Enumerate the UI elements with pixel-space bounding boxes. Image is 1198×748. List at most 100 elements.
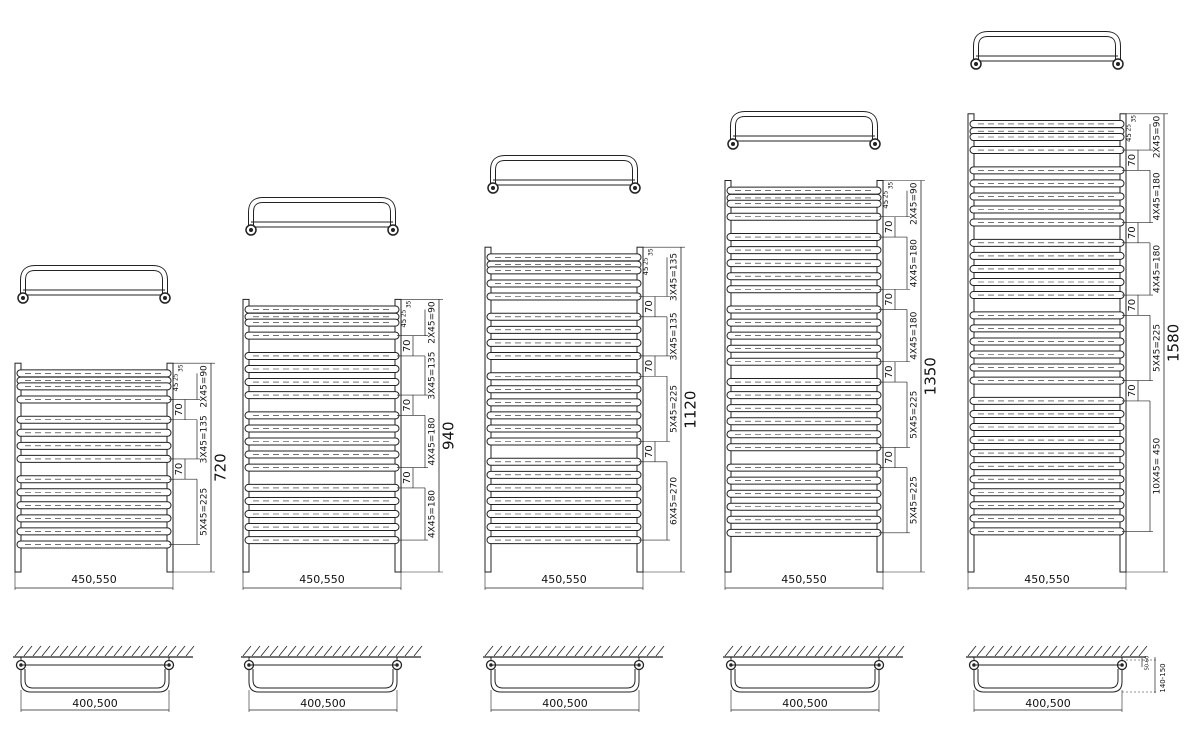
heating-bar: [969, 205, 1125, 214]
top-width-label: 400,500: [300, 697, 346, 710]
heating-bar: [244, 424, 400, 433]
offset-label: 25: [401, 309, 408, 317]
wall-hatch: [59, 645, 69, 657]
wall-hatch: [832, 645, 842, 657]
group-spacing-label: 2X45=90: [1153, 116, 1163, 159]
wall-hatch: [1030, 645, 1040, 657]
towel-rail-outline: [977, 669, 1119, 689]
wall-hatch: [895, 645, 905, 657]
wall-hatch: [1102, 645, 1112, 657]
wall-hatch: [77, 645, 87, 657]
heating-bar: [726, 404, 882, 413]
heating-bar: [726, 199, 882, 208]
wall-hatch: [167, 645, 177, 657]
mount-screw-icon: [395, 663, 399, 667]
wall-hatch: [176, 645, 186, 657]
towel-rail-outline: [734, 669, 876, 689]
wall-hatch: [742, 645, 752, 657]
group-spacing-label: 4X45=180: [1153, 245, 1163, 293]
heating-bar: [244, 365, 400, 373]
heating-bar: [16, 514, 172, 523]
heating-bar: [969, 514, 1125, 523]
wall-hatch: [637, 645, 647, 657]
heating-bar: [969, 423, 1125, 431]
wall-hatch: [610, 645, 620, 657]
heating-bar: [969, 436, 1125, 445]
heating-bar: [969, 278, 1125, 286]
group-spacing-label: 4X45=180: [910, 239, 920, 287]
top-view-1350: 400,500: [723, 645, 905, 712]
offset-label: 25: [883, 190, 890, 198]
towel-rail-outline: [730, 669, 880, 693]
wall-hatch: [529, 645, 539, 657]
towel-rail-inner: [731, 112, 877, 144]
wall-hatch: [565, 645, 575, 657]
offset-label: 45: [400, 319, 408, 328]
gap-label: 70: [884, 451, 895, 464]
heating-bar: [244, 496, 400, 505]
group-spacing-label: 3X45=135: [428, 351, 438, 399]
heating-bar: [969, 363, 1125, 372]
wall-hatch: [122, 645, 132, 657]
wall-hatch: [95, 645, 105, 657]
mount-screw-icon: [489, 663, 493, 667]
towel-rail-outer: [20, 265, 168, 298]
heating-bar: [486, 266, 642, 275]
wall-hatch: [350, 645, 360, 657]
wall-hatch: [1138, 645, 1148, 657]
wall-hatch: [50, 645, 60, 657]
heating-bar: [726, 272, 882, 281]
heating-bar: [969, 179, 1125, 188]
wall-hatch: [1084, 645, 1094, 657]
offset-label: 35: [888, 181, 895, 189]
offset-label: 25: [173, 373, 180, 381]
wall-hatch: [502, 645, 512, 657]
wall-hatch: [967, 645, 977, 657]
mount-screw-icon: [873, 142, 877, 146]
wall-hatch: [592, 645, 602, 657]
heating-bar: [244, 378, 400, 387]
wall-hatch: [484, 645, 494, 657]
height-label: 720: [212, 453, 230, 482]
group-spacing-label: 4X45=180: [1153, 172, 1163, 220]
mount-screw-icon: [167, 663, 171, 667]
mount-screw-icon: [731, 142, 735, 146]
towel-rail-inner: [974, 32, 1120, 64]
wall-hatch: [769, 645, 779, 657]
gap-label: 70: [644, 360, 655, 373]
wall-hatch: [1093, 645, 1103, 657]
wall-hatch: [1066, 645, 1076, 657]
mount-screw-icon: [1120, 663, 1124, 667]
heating-bar: [726, 515, 882, 524]
wall-hatch: [278, 645, 288, 657]
gap-label: 70: [174, 403, 185, 416]
heating-bar: [726, 331, 882, 340]
wall-hatch: [269, 645, 279, 657]
wall-hatch: [760, 645, 770, 657]
wall-hatch: [260, 645, 270, 657]
towel-rail-inner: [491, 156, 637, 188]
mount-screw-icon: [637, 663, 641, 667]
wall-hatch: [1012, 645, 1022, 657]
wall-hatch: [601, 645, 611, 657]
heating-bar: [726, 318, 882, 327]
gap-label: 70: [174, 463, 185, 476]
heating-bar: [486, 325, 642, 334]
mount-screw-icon: [249, 228, 253, 232]
right-rail: [394, 298, 402, 573]
offset-label: 45: [882, 200, 890, 209]
wall-hatch: [1111, 645, 1121, 657]
top-width-label: 400,500: [542, 697, 588, 710]
heating-bar: [969, 324, 1125, 333]
wall-hatch: [1048, 645, 1058, 657]
towel-rail-outer: [248, 197, 396, 230]
wall-hatch: [994, 645, 1004, 657]
width-label: 450,550: [299, 573, 345, 586]
mount-screw-icon: [21, 296, 25, 300]
wall-hatch: [332, 645, 342, 657]
heating-bar: [486, 338, 642, 347]
